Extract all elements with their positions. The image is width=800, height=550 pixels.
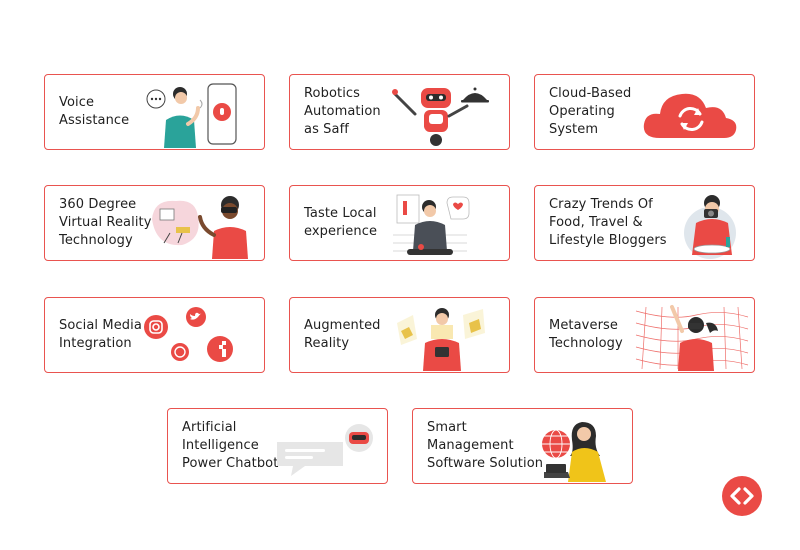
feature-card-label: 360 Degree Virtual Reality Technology	[59, 197, 152, 248]
feature-card-robotics-automation: Robotics Automation as Saff	[289, 74, 510, 150]
cloud-sync-icon	[632, 78, 750, 148]
feature-card-label: Augmented Reality	[304, 318, 381, 351]
feature-card-metaverse: Metaverse Technology	[534, 297, 755, 373]
social-media-icon	[142, 301, 260, 371]
feature-card-label: Taste Local experience	[304, 206, 378, 239]
feature-card-cloud-os: Cloud-Based Operating System	[534, 74, 755, 150]
feature-card-ai-chatbot: Artificial Intelligence Power Chatbot	[167, 408, 388, 484]
feature-card-360-vr: 360 Degree Virtual Reality Technology	[44, 185, 265, 261]
metaverse-icon	[632, 301, 750, 371]
feature-card-label: Voice Assistance	[59, 95, 130, 128]
management-software-icon	[510, 412, 628, 482]
voice-assistant-icon	[142, 78, 260, 148]
code-brackets-icon	[730, 487, 754, 505]
robot-waiter-icon	[387, 78, 505, 148]
feature-card-label: Robotics Automation as Saff	[304, 86, 381, 137]
blogger-camera-icon	[632, 189, 750, 259]
feature-card-augmented-reality: Augmented Reality	[289, 297, 510, 373]
feature-card-label: Cloud-Based Operating System	[549, 86, 632, 137]
feature-card-label: Smart Management Software Solution	[427, 420, 544, 471]
feature-card-blogger-trends: Crazy Trends Of Food, Travel & Lifestyle…	[534, 185, 755, 261]
feature-card-smart-management: Smart Management Software Solution	[412, 408, 633, 484]
vr-headset-icon	[142, 189, 260, 259]
feature-card-label: Artificial Intelligence Power Chatbot	[182, 420, 279, 471]
feature-card-label: Metaverse Technology	[549, 318, 623, 351]
feature-card-voice-assistance: Voice Assistance	[44, 74, 265, 150]
local-food-icon	[387, 189, 505, 259]
chatbot-icon	[265, 412, 383, 482]
feature-card-social-media: Social Media Integration	[44, 297, 265, 373]
feature-card-label: Social Media Integration	[59, 318, 142, 351]
augmented-reality-icon	[387, 301, 505, 371]
code-brackets-badge[interactable]	[722, 476, 762, 516]
feature-card-taste-local: Taste Local experience	[289, 185, 510, 261]
feature-card-label: Crazy Trends Of Food, Travel & Lifestyle…	[549, 197, 667, 248]
